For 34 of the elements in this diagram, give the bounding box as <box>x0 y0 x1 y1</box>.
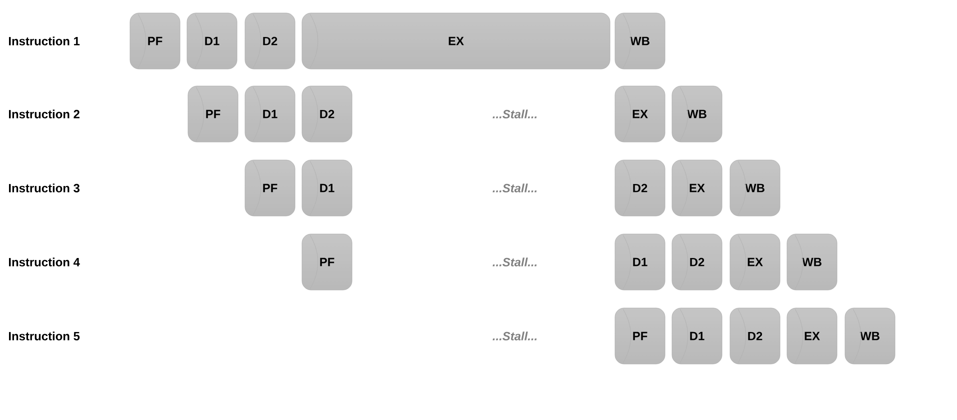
stall-label: ...Stall... <box>492 110 537 118</box>
pipeline-stage: WB <box>672 86 722 142</box>
stall-label: ...Stall... <box>492 258 537 266</box>
pipeline-stage: EX <box>614 86 666 142</box>
stall-label: ...Stall... <box>492 332 537 340</box>
pipeline-stage: D2 <box>302 86 352 142</box>
pipeline-stage: D1 <box>302 160 352 216</box>
pipeline-stage: WB <box>844 308 896 364</box>
pipeline-stage: D1 <box>614 234 666 290</box>
pipeline-stage: WB <box>614 12 666 70</box>
pipeline-stage: WB <box>730 160 780 216</box>
pipeline-stage: EX <box>730 234 780 290</box>
pipeline-stage: D2 <box>730 308 780 364</box>
pipeline-stage: D1 <box>244 86 296 142</box>
row-label: Instruction 5 <box>9 332 80 340</box>
pipeline-stage: EX <box>786 308 838 364</box>
pipeline-stage: EX <box>302 12 610 70</box>
stall-label: ...Stall... <box>492 184 537 192</box>
pipeline-stage: PF <box>130 12 180 70</box>
pipeline-stage: EX <box>672 160 722 216</box>
pipeline-stage: PF <box>188 86 238 142</box>
pipeline-stage: PF <box>302 234 352 290</box>
row-label: Instruction 3 <box>9 184 80 192</box>
row-label: Instruction 2 <box>9 110 80 118</box>
pipeline-stage: D2 <box>614 160 666 216</box>
row-label: Instruction 1 <box>9 36 80 46</box>
pipeline-stage: D1 <box>186 12 238 70</box>
row-label: Instruction 4 <box>9 258 80 266</box>
pipeline-stage: D2 <box>672 234 722 290</box>
pipeline-stage: D1 <box>672 308 722 364</box>
pipeline-stage: WB <box>786 234 838 290</box>
pipeline-stage: D2 <box>244 12 296 70</box>
pipeline-stage: PF <box>244 160 296 216</box>
pipeline-stage: PF <box>614 308 666 364</box>
